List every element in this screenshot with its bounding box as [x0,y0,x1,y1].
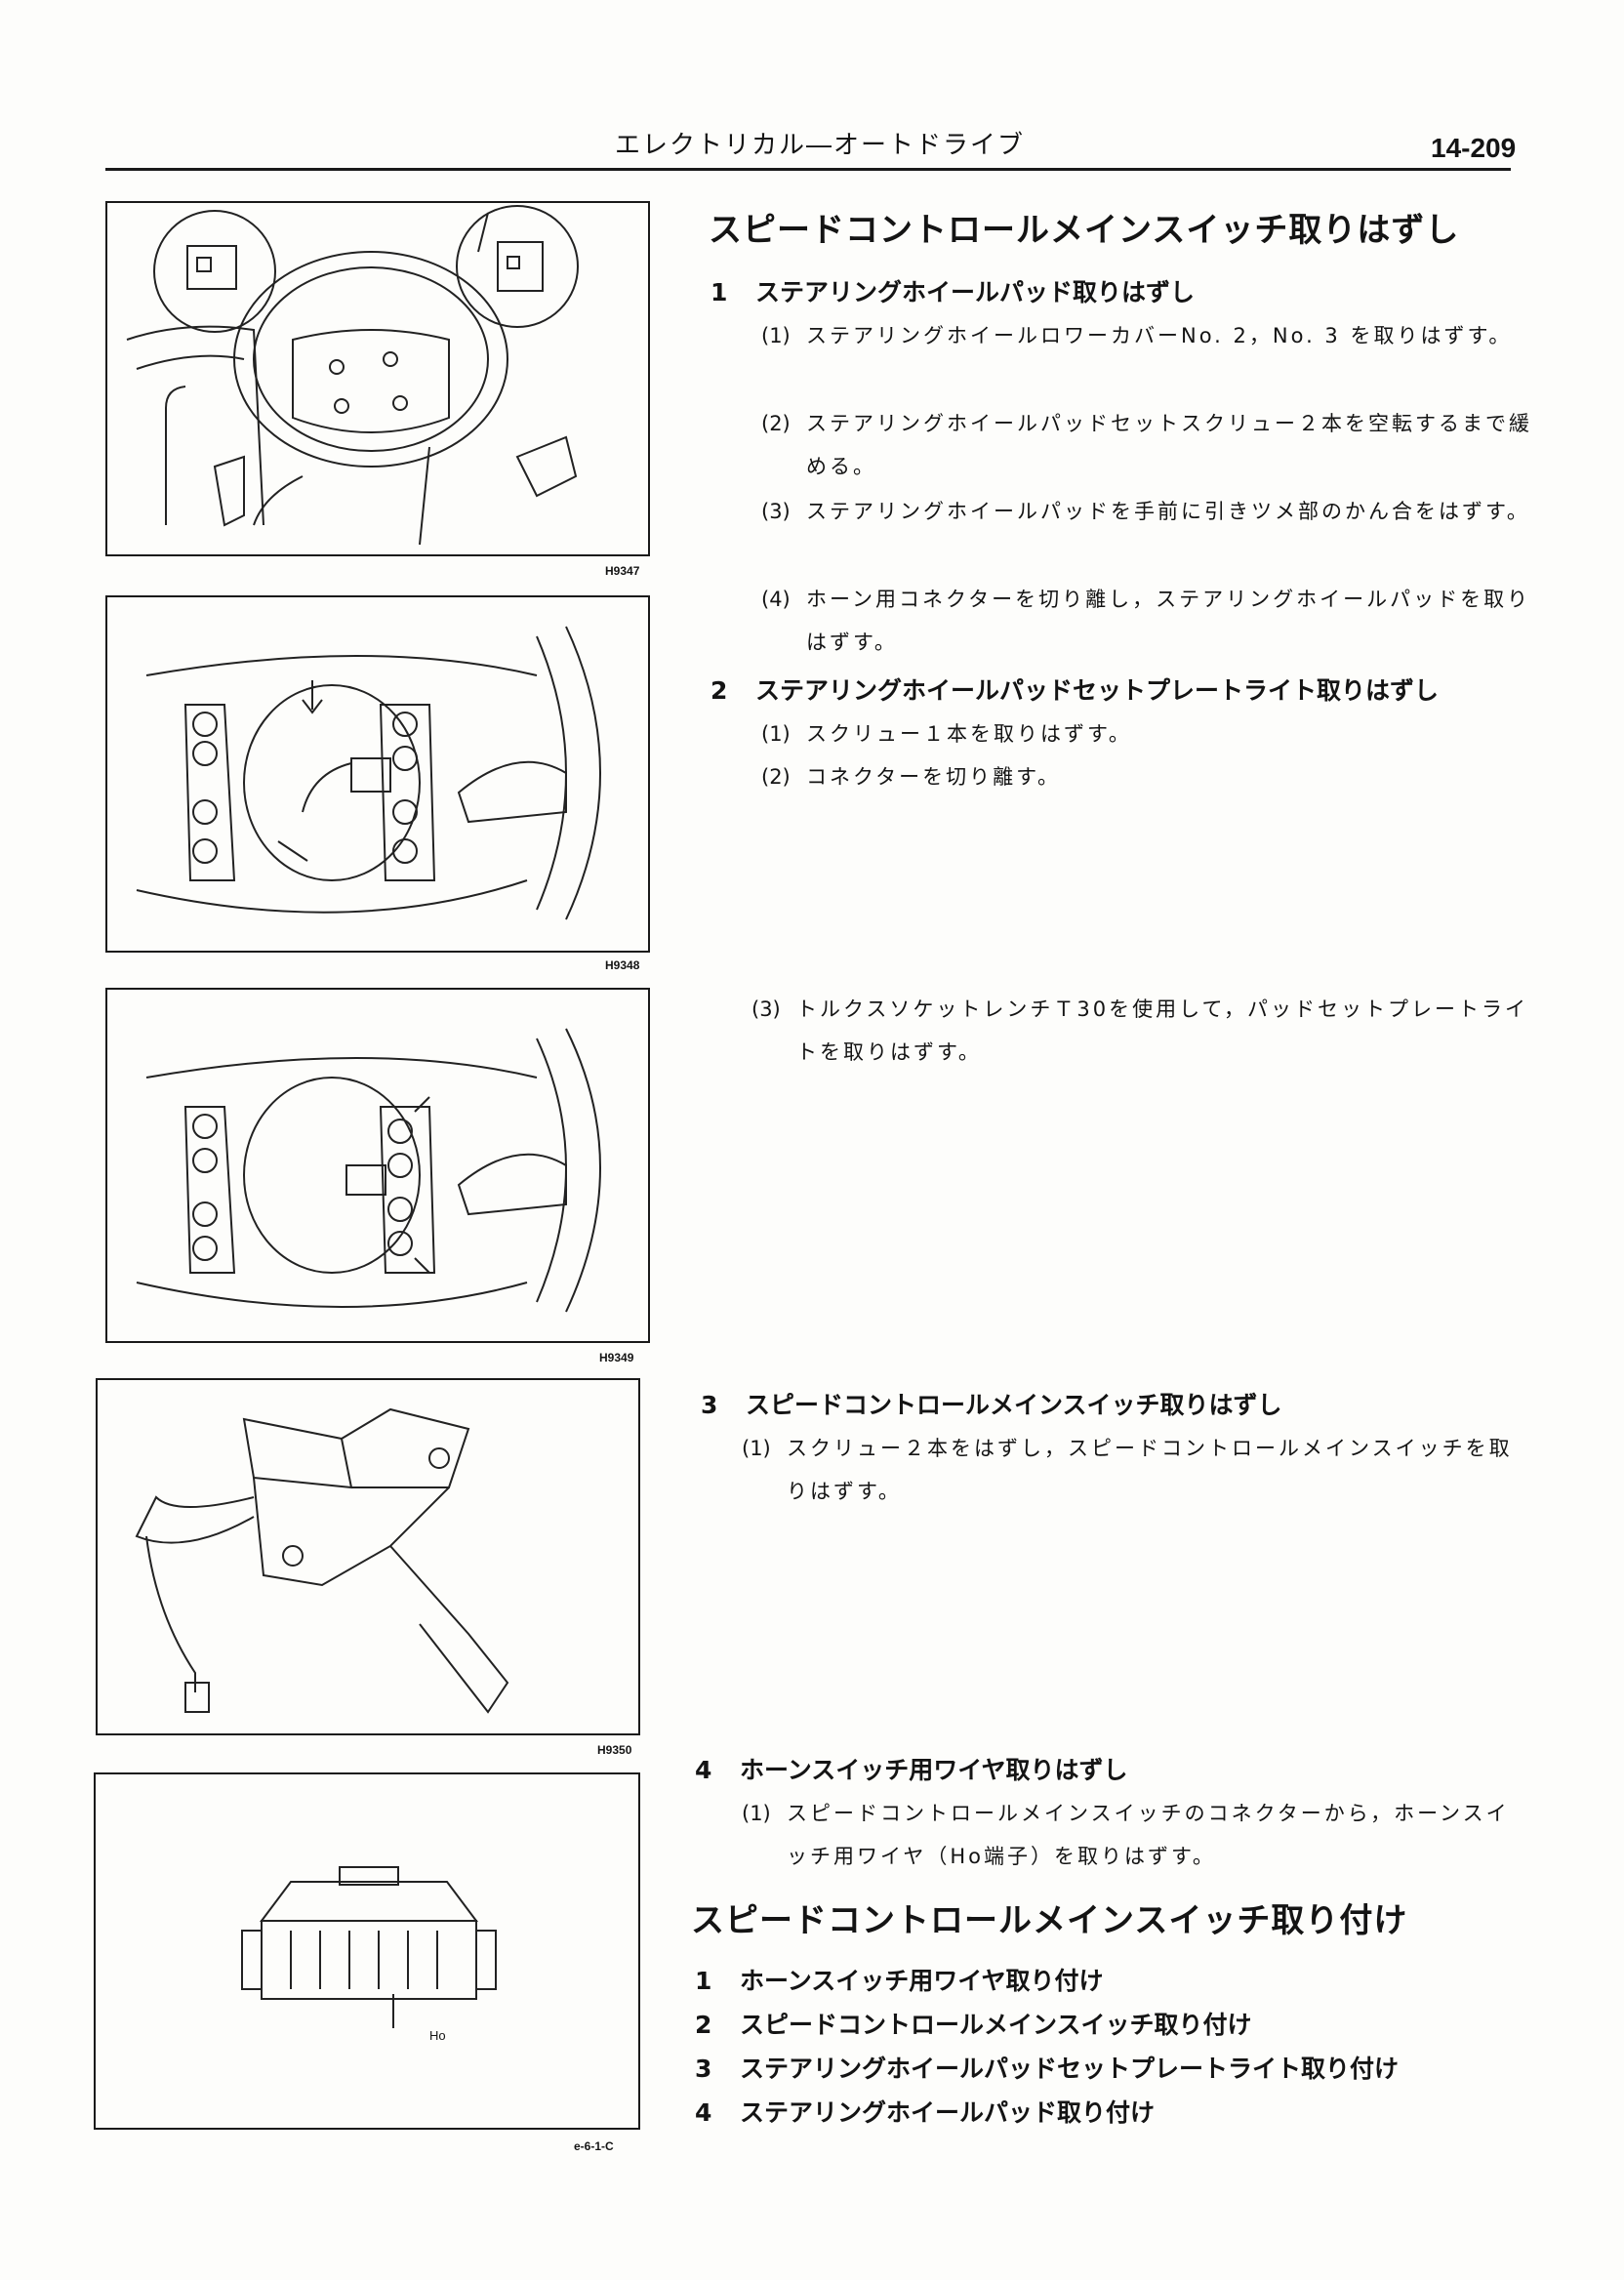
figure-steering-wheel-pad [105,201,650,556]
step-number: 2 [710,676,728,705]
chapter-title: エレクトリカル―オートドライブ [615,131,1026,160]
substep: (4) ホーン用コネクターを切り離し，ステアリングホイールパッドを取りはずす。 [761,578,1548,664]
figure-code: H9350 [597,1743,632,1757]
figure-speed-control-switch [96,1378,640,1735]
step-number: 4 [695,2098,712,2127]
substep-number: (1) [742,1802,771,1825]
connector-icon [241,1866,497,2028]
page-number: 14-209 [1431,133,1517,163]
substep: (1) ステアリングホイールロワーカバーNo. 2，No. 3 を取りはずす。 [761,314,1548,357]
install-step-3: 3 ステアリングホイールパッドセットプレートライト取り付け [695,2050,1399,2085]
step-number: 1 [710,278,728,306]
substep-number: (1) [761,324,791,347]
step-number: 1 [695,1967,712,1995]
figure-connector [94,1772,640,2130]
substep: (1) スクリュー１本を取りはずす。 [761,712,1548,755]
figure-code: e-6-1-C [574,2139,614,2153]
ho-terminal-label: Ho [429,2028,446,2043]
substep-number: (3) [751,998,781,1021]
step-title: ステアリングホイールパッド取りはずし [755,278,1196,306]
substep-text: ホーン用コネクターを切り離し，ステアリングホイールパッドを取りはずす。 [806,588,1531,654]
substep-number: (2) [761,412,791,435]
step-title: ホーンスイッチ用ワイヤ取りはずし [740,1756,1128,1784]
pad-set-plate-icon [136,626,601,920]
install-step-4: 4 ステアリングホイールパッド取り付け [695,2094,1155,2129]
figure-code: H9349 [599,1351,634,1364]
substep: (3) トルクスソケットレンチＴ30を使用して，パッドセットプレートライトを取りは… [751,988,1538,1074]
step-title: スピードコントロールメインスイッチ取り付け [740,2011,1252,2039]
substep: (2) ステアリングホイールパッドセットスクリュー２本を空転するまで緩める。 [761,402,1548,488]
step-title: ホーンスイッチ用ワイヤ取り付け [740,1967,1104,1995]
header-rule [105,168,1511,171]
step-3-title: 3 スピードコントロールメインスイッチ取りはずし [701,1386,1282,1421]
substep-number: (3) [761,500,791,523]
step-number: 2 [695,2011,712,2039]
step-4-title: 4 ホーンスイッチ用ワイヤ取りはずし [695,1751,1128,1786]
substep: (3) ステアリングホイールパッドを手前に引きツメ部のかん合をはずす。 [761,490,1548,533]
step-title: スピードコントロールメインスイッチ取りはずし [746,1391,1282,1419]
substep: (1) スクリュー２本をはずし，スピードコントロールメインスイッチを取りはずす。 [742,1427,1528,1513]
substep-number: (1) [761,722,791,746]
step-title: ステアリングホイールパッドセットプレートライト取りはずし [755,676,1440,705]
substep-text: ステアリングホイールパッドを手前に引きツメ部のかん合をはずす。 [806,500,1530,523]
substep-number: (2) [761,765,791,789]
substep-text: コネクターを切り離す。 [806,765,1062,789]
substep: (2) コネクターを切り離す。 [761,755,1548,798]
figure-code: H9347 [605,564,640,578]
step-number: 4 [695,1756,712,1784]
substep-number: (4) [761,588,791,611]
substep-text: ステアリングホイールパッドセットスクリュー２本を空転するまで緩める。 [806,412,1532,478]
figure-pad-set-plate [105,595,650,953]
figure-code: H9348 [605,958,640,972]
substep-text: スクリュー１本を取りはずす。 [806,722,1132,746]
step-number: 3 [695,2055,712,2083]
speed-control-switch-icon [135,1407,509,1714]
substep: (1) スピードコントロールメインスイッチのコネクターから，ホーンスイッチ用ワイヤ… [742,1792,1528,1878]
install-step-2: 2 スピードコントロールメインスイッチ取り付け [695,2006,1252,2041]
step-2-title: 2 ステアリングホイールパッドセットプレートライト取りはずし [710,672,1439,707]
step-number: 3 [701,1391,718,1419]
step-title: ステアリングホイールパッドセットプレートライト取り付け [740,2055,1400,2083]
substep-text: スクリュー２本をはずし，スピードコントロールメインスイッチを取りはずす。 [787,1437,1513,1503]
install-section-title: スピードコントロールメインスイッチ取り付け [691,1901,1408,1940]
figure-pad-set-plate-screws [105,988,650,1343]
substep-text: スピードコントロールメインスイッチのコネクターから，ホーンスイッチ用ワイヤ（Ho… [787,1802,1510,1868]
substep-number: (1) [742,1437,771,1460]
substep-text: ステアリングホイールロワーカバーNo. 2，No. 3 を取りはずす。 [806,324,1513,347]
steering-wheel-pad-icon [126,205,579,546]
removal-section-title: スピードコントロールメインスイッチ取りはずし [709,211,1460,250]
install-step-1: 1 ホーンスイッチ用ワイヤ取り付け [695,1962,1104,1997]
step-title: ステアリングホイールパッド取り付け [740,2098,1156,2127]
substep-text: トルクスソケットレンチＴ30を使用して，パッドセットプレートライトを取りはずす。 [796,998,1528,1064]
pad-set-plate-screws-icon [136,1028,601,1313]
step-1-title: 1 ステアリングホイールパッド取りはずし [710,273,1195,308]
